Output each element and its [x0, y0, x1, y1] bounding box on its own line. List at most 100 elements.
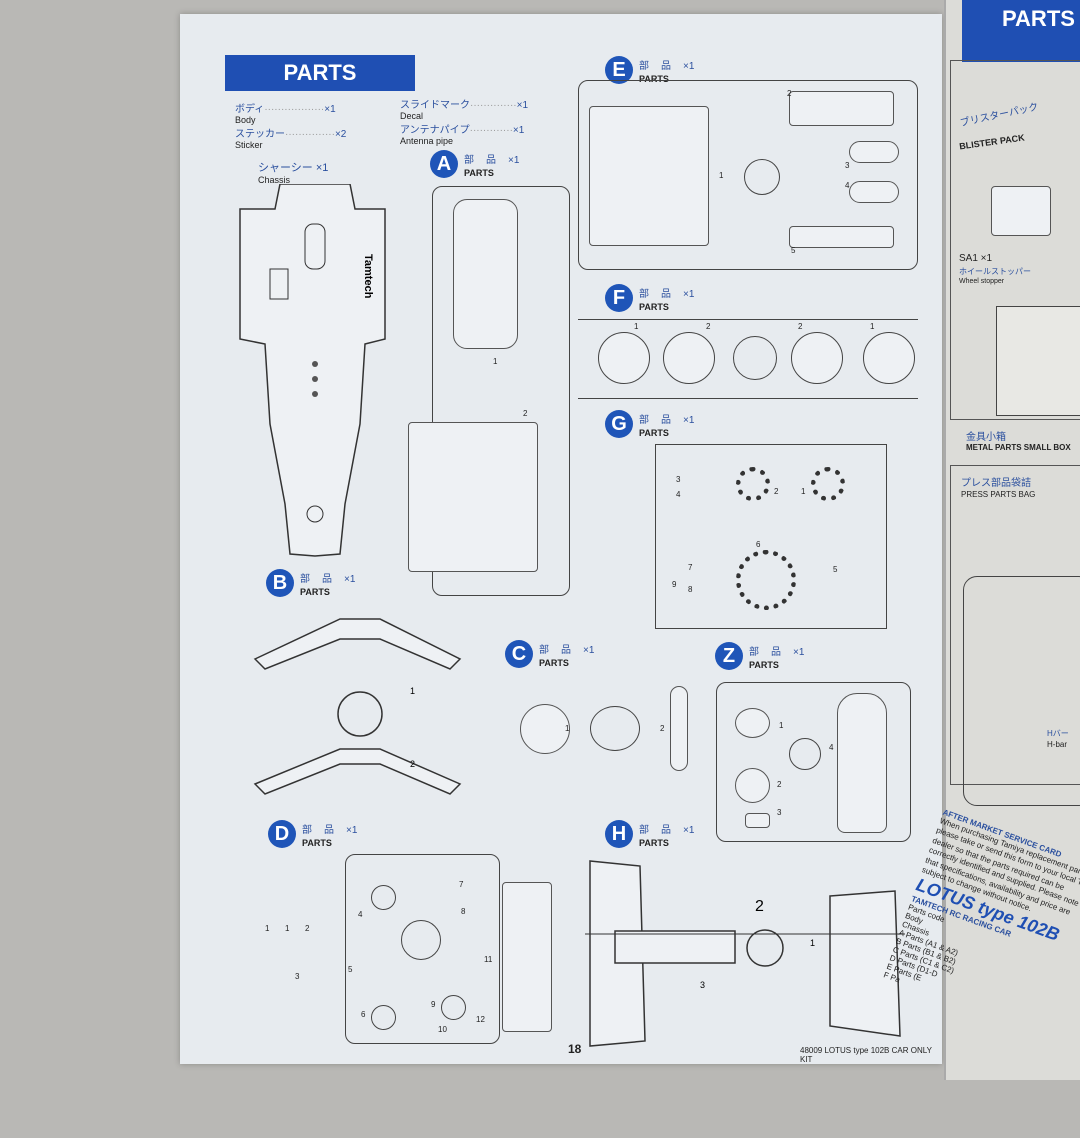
hbar-jp: Hバー	[1047, 729, 1069, 738]
decal-en: Decal	[400, 111, 424, 121]
num-g9: 9	[672, 580, 677, 589]
num-e5: 5	[791, 246, 796, 255]
metal-box-label: 金具小箱 METAL PARTS SMALL BOX	[966, 428, 1080, 452]
num-g2: 2	[774, 487, 779, 496]
section-e-en: PARTS	[639, 74, 669, 84]
num-d1b: 1	[285, 924, 290, 933]
motor-drawing	[996, 306, 1080, 416]
metal-en: METAL PARTS SMALL BOX	[966, 443, 1071, 452]
section-b-badge: B	[266, 569, 294, 597]
blister-en: BLISTER PACK	[958, 132, 1026, 152]
metal-jp: 金具小箱	[966, 432, 1006, 443]
num-d1: 1	[265, 924, 270, 933]
section-a-qty: ×1	[508, 155, 520, 166]
part-e3	[849, 141, 899, 163]
num-e2: 2	[787, 89, 792, 98]
part-e5	[789, 226, 894, 248]
section-z-jp: 部品	[749, 647, 793, 658]
section-f-en: PARTS	[639, 302, 669, 312]
contents-decal: スライドマーク··············×1 Decal アンテナパイプ···…	[400, 96, 550, 146]
sprue-c-ring	[590, 706, 640, 751]
part-d11	[502, 882, 552, 1032]
part-z2	[735, 768, 770, 803]
wheel-stopper-drawing	[991, 186, 1051, 236]
sprue-e-hub	[744, 159, 780, 195]
part-a1	[453, 199, 518, 349]
part-c2	[670, 686, 688, 771]
sa1-label: SA1 ×1	[959, 253, 993, 264]
num-d7: 7	[459, 880, 464, 889]
section-h-jp: 部品	[639, 825, 683, 836]
part-h1	[829, 890, 901, 1037]
num-e1: 1	[719, 171, 724, 180]
section-g-jp: 部品	[639, 415, 683, 426]
num-d3: 3	[295, 972, 300, 981]
num-g1: 1	[801, 487, 806, 496]
part-b1	[253, 618, 462, 670]
section-b-en: PARTS	[300, 587, 330, 597]
num-g7: 7	[688, 563, 693, 572]
section-d-badge: D	[268, 820, 296, 848]
chassis-drawing: Tamtech	[239, 184, 386, 557]
right-parts-banner: PARTS	[962, 0, 1080, 62]
num-h1: 1	[810, 938, 815, 948]
contents-body: ボディ··················×1 Body ステッカー······…	[235, 100, 385, 150]
antenna-jp: アンテナパイプ	[400, 125, 470, 136]
section-c-badge: C	[505, 640, 533, 668]
section-g-qty: ×1	[683, 415, 695, 426]
num-d11: 11	[484, 955, 493, 964]
num-g5: 5	[833, 565, 838, 574]
part-e1	[589, 106, 709, 246]
part-d4	[371, 885, 396, 910]
antenna-qty: ×1	[512, 125, 525, 136]
section-f-qty: ×1	[683, 289, 695, 300]
chassis-jp: シャーシー ×1	[258, 162, 329, 174]
section-a-jp: 部品	[464, 155, 508, 166]
part-b2	[253, 748, 462, 795]
part-e4	[849, 181, 899, 203]
section-c-en: PARTS	[539, 658, 569, 668]
num-a1: 1	[493, 357, 498, 366]
sprue-h: 2 1 3	[585, 860, 905, 1047]
body-qty: ×1	[324, 104, 336, 115]
sprue-b: 1 2	[253, 618, 462, 795]
h-bar-drawing	[963, 576, 1080, 806]
sprue-e: 1 2 3 4 5	[578, 80, 918, 270]
num-z3: 3	[777, 808, 782, 817]
num-g8: 8	[688, 585, 693, 594]
num-e4: 4	[845, 181, 850, 190]
num-b2: 2	[410, 759, 415, 769]
body-en: Body	[235, 115, 256, 125]
num-d10: 10	[438, 1025, 447, 1034]
sprue-a: 1 2	[408, 186, 570, 596]
sprue-z-hub	[789, 738, 821, 770]
num-f4: 1	[870, 322, 875, 331]
press-en: PRESS PARTS BAG	[961, 490, 1036, 499]
section-h-en: PARTS	[639, 838, 669, 848]
section-e-badge: E	[605, 56, 633, 84]
num-e3: 3	[845, 161, 850, 170]
part-c1	[520, 704, 570, 754]
num-h2: 2	[755, 898, 764, 915]
blister-pack-box: ブリスターパック BLISTER PACK SA1 ×1 ホイールストッパー W…	[950, 60, 1080, 420]
sticker-en: Sticker	[235, 140, 263, 150]
sa1-en: Wheel stopper	[959, 278, 1005, 285]
section-d-en: PARTS	[302, 838, 332, 848]
num-g4: 4	[676, 490, 681, 499]
sticker-qty: ×2	[334, 129, 347, 140]
sprue-d-hub	[401, 920, 441, 960]
sprue-g: 2 1 3 4 5 6 7 8 9	[655, 444, 887, 629]
page-number: 18	[568, 1042, 582, 1056]
section-e-jp: 部品	[639, 61, 683, 72]
sprue-c: 1 2	[505, 686, 695, 774]
section-g-en: PARTS	[639, 428, 669, 438]
sticker-jp: ステッカー	[235, 129, 285, 140]
part-z3	[745, 813, 770, 828]
num-d9: 9	[431, 1000, 436, 1009]
section-d-qty: ×1	[346, 825, 358, 836]
